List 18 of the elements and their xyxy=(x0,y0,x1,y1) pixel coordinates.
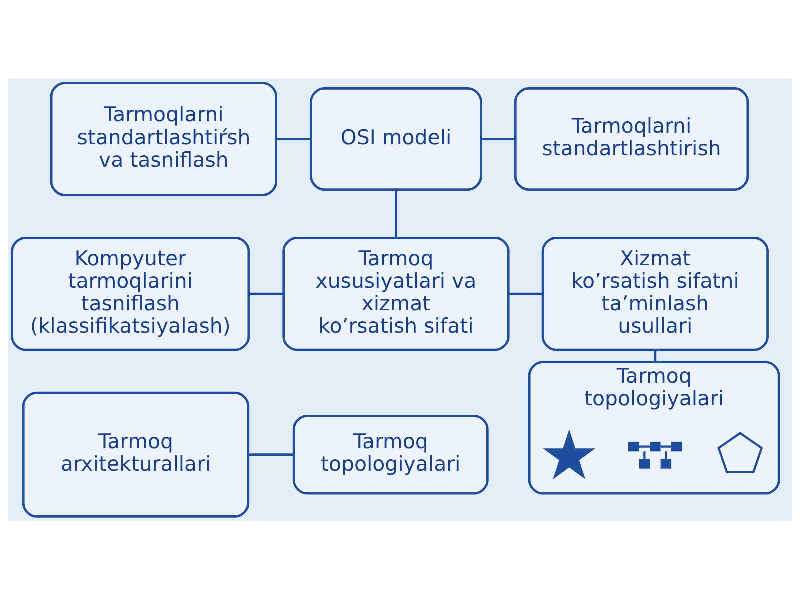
connector xyxy=(276,138,312,140)
cluster: Tarmoq topologiyalari xyxy=(528,361,780,495)
connector xyxy=(249,292,284,296)
connector xyxy=(654,350,657,362)
node-box: Tarmoq xususiyatlari va xizmat ko’rsatish sifati xyxy=(282,236,510,352)
node-box: Tarmoqlarni standartlashtirish xyxy=(514,88,750,191)
connector xyxy=(395,190,398,238)
node-box: Xizmat ko’rsatish sifatni ta’minlash usullari xyxy=(542,236,769,352)
node-picture xyxy=(543,430,596,480)
node-box: Tarmoq topologiyalari xyxy=(292,414,489,495)
node-box: Tarmoqlarni standartlashtiŕsh va tasniflash xyxy=(50,82,278,196)
connector xyxy=(509,292,543,296)
node-box: OSI modeli xyxy=(310,88,482,191)
connector xyxy=(481,138,516,140)
node-box: Tarmoq arxitekturallari xyxy=(22,392,250,518)
node-picture xyxy=(718,432,764,474)
node-box: Kompyuter tarmoqlarini tasniflash (klassifikatsiyalash) xyxy=(11,236,250,352)
connector xyxy=(248,454,294,456)
